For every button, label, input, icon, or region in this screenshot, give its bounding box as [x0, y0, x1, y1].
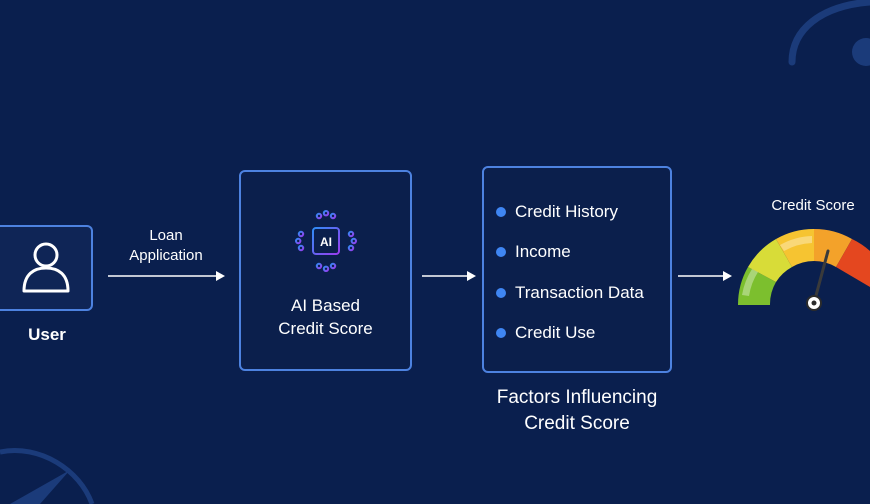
decorative-arc-top-right: [788, 0, 870, 66]
ai-credit-score-box: AI AI Based Credit Score: [239, 170, 412, 371]
loan-label-line1: Loan: [149, 227, 183, 244]
user-icon: [22, 242, 70, 293]
ai-chip-icon: AI: [295, 210, 357, 272]
factor-label: Credit Use: [515, 323, 596, 342]
factor-label: Income: [515, 242, 571, 261]
credit-score-gauge: [737, 228, 870, 311]
bullet-dot: [496, 288, 506, 298]
ai-chip-text: AI: [320, 235, 332, 249]
user-label: User: [28, 325, 66, 344]
ai-box-line2: Credit Score: [278, 319, 373, 338]
loan-label-line2: Application: [129, 247, 203, 264]
factor-item-credit-use: Credit Use: [496, 323, 595, 343]
arrow-user-to-ai: [108, 271, 225, 281]
factor-item-income: Income: [496, 242, 571, 262]
decorative-compass-bottom-left: [0, 448, 95, 504]
gauge-title: Credit Score: [771, 197, 855, 214]
factors-caption-line1: Factors Influencing: [496, 387, 658, 408]
factor-item-transaction-data: Transaction Data: [496, 283, 644, 303]
ai-box-line1: AI Based: [291, 296, 360, 315]
factors-box: Credit History Income Transaction Data C…: [482, 166, 672, 373]
factors-caption-line2: Credit Score: [524, 413, 630, 434]
bullet-dot: [496, 207, 506, 217]
arrow-factors-to-gauge: [678, 271, 732, 281]
bullet-dot: [496, 247, 506, 257]
factor-label: Transaction Data: [515, 283, 644, 302]
factor-label: Credit History: [515, 202, 618, 221]
factor-item-credit-history: Credit History: [496, 202, 618, 222]
arrow-ai-to-factors: [422, 271, 476, 281]
bullet-dot: [496, 328, 506, 338]
